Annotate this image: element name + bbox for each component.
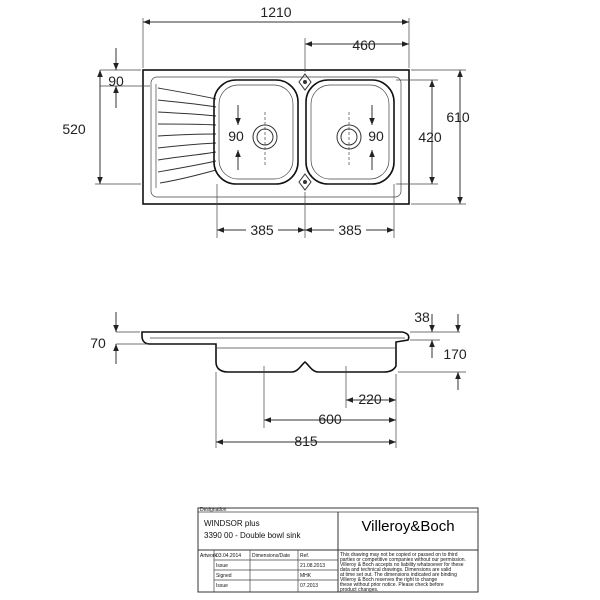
tb-note-line: product changes. <box>340 587 378 593</box>
tb-brand-logo: Villeroy&Boch <box>361 518 454 535</box>
tb-note-line: data and technical drawings. Dimensions … <box>340 567 451 573</box>
dim-left-spacing: 385 <box>250 222 274 238</box>
tb-note-line: these without prior notice. Please check… <box>340 582 444 588</box>
tb-row1-c4: Ref. <box>300 553 309 559</box>
tb-row1-c2: 03.04.2014 <box>216 553 241 559</box>
dim-overall-depth: 610 <box>446 109 470 125</box>
dim-rim-height: 70 <box>90 335 106 351</box>
dim-left-depth: 520 <box>62 121 86 137</box>
top-view: 1210 460 90 520 610 420 90 90 <box>62 4 470 238</box>
tb-product-code: 3390 00 - Double bowl sink <box>204 531 302 540</box>
tb-note-line: parties or competitive companies without… <box>340 557 466 563</box>
tb-row1-c1: Artwork <box>200 553 217 559</box>
dim-overall-width: 1210 <box>260 4 291 20</box>
tb-note-line: Villeroy & Boch accepts no liability wha… <box>340 562 464 568</box>
dim-bowl-depth: 420 <box>418 129 442 145</box>
dim-left-drain: 90 <box>228 128 244 144</box>
dim-top-margin: 90 <box>108 73 124 89</box>
drainboard-grooves <box>155 84 217 188</box>
tb-row3-c2: Signed <box>216 573 232 579</box>
overflow-top-icon <box>298 73 312 91</box>
sink-profile <box>141 331 410 373</box>
tb-note-line: at time set out. The dimensions indicate… <box>340 572 457 578</box>
tb-header-label: Designation <box>200 507 227 513</box>
dim-bowl-width: 600 <box>318 411 342 427</box>
tb-row4-c2: Issue <box>216 583 228 589</box>
dim-total-width: 815 <box>294 433 318 449</box>
sink-inner-outline <box>150 76 402 198</box>
dim-rim-thickness: 38 <box>414 309 430 325</box>
right-bowl <box>305 79 395 185</box>
dim-drain-offset: 220 <box>358 391 382 407</box>
tb-note-line: Villeroy & Boch reserves the right to ch… <box>340 577 437 583</box>
sink-outline <box>142 69 410 205</box>
dim-right-spacing: 385 <box>338 222 362 238</box>
title-block: Designation WINDSOR plus 3390 00 - Doubl… <box>197 507 479 593</box>
tb-row4-c3: 07.2013 <box>300 583 318 589</box>
dim-bowl-height: 170 <box>443 346 467 362</box>
tb-row2-c3: 21.08.2013 <box>300 563 325 569</box>
dim-right-drain: 90 <box>368 128 384 144</box>
tb-row3-c3: MHK <box>300 573 312 579</box>
tb-note-line: This drawing may not be copied or passed… <box>340 552 458 558</box>
left-bowl <box>213 79 299 185</box>
tb-product-name: WINDSOR plus <box>204 519 260 528</box>
dim-bowl-offset: 460 <box>352 37 376 53</box>
tb-row2-c2: Issue <box>216 563 228 569</box>
side-view: 70 38 170 220 600 815 <box>90 309 467 449</box>
tb-row1-c3: Dimensions/Date <box>252 553 290 559</box>
overflow-bottom-icon <box>298 173 312 191</box>
